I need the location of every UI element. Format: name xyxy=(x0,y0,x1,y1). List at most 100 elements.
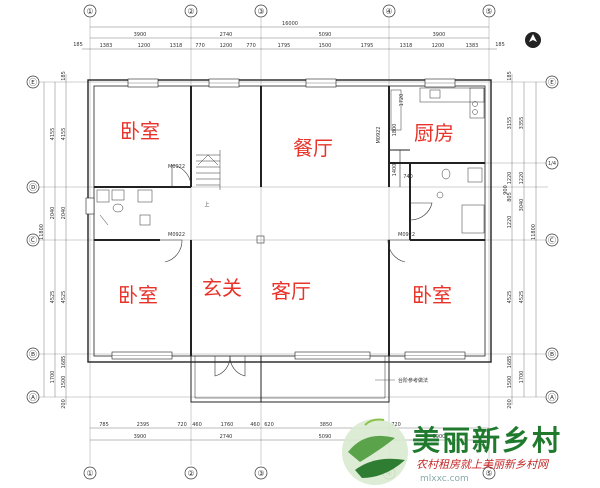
dim-right-inner-3: 1220 xyxy=(507,172,513,185)
dim-left-mid-3: 4525 xyxy=(50,291,56,304)
room-label-entrance: 玄关 xyxy=(202,276,242,300)
kitchen-fixtures xyxy=(390,87,485,131)
axis-label-C-left: Ⓒ xyxy=(29,236,37,245)
axis-label-1-bottom: ① xyxy=(86,469,93,478)
dim-bottom-row2-3: 5090 xyxy=(319,434,332,440)
dim-right-total: 11800 xyxy=(531,224,537,240)
axis-label-2-top: ② xyxy=(187,7,194,16)
dim-bottom-row1-4: 460 xyxy=(192,422,202,428)
dim-top-row3-5: 1200 xyxy=(220,43,233,49)
dim-bottom-row1-8: 3850 xyxy=(320,422,333,428)
watermark-url: mlxxc.com xyxy=(420,474,469,484)
axis-label-A-left: Ⓐ xyxy=(29,393,37,402)
room-label-kitchen: 厨房 xyxy=(414,121,454,145)
room-label-dining: 餐厅 xyxy=(293,136,333,160)
dim-right-inner-1: 185 xyxy=(507,71,513,81)
dim-left-inner-5: 1685 xyxy=(61,356,67,369)
dim-left-inner-4: 4525 xyxy=(61,291,67,304)
dim-top-right: 185 xyxy=(495,42,505,48)
dim-bottom-row1-6: 460 xyxy=(250,422,260,428)
dim-left-inner-3: 2040 xyxy=(61,207,67,220)
watermark-logo-icon xyxy=(342,418,408,485)
dim-top-left: 185 xyxy=(73,42,83,48)
door-label-m2: M0922 xyxy=(168,164,185,170)
axis-label-E-left: Ⓔ xyxy=(29,78,37,87)
room-label-bedroom-bottom-left: 卧室 xyxy=(118,283,158,307)
bottom-dimension-lines xyxy=(90,427,489,441)
dim-bottom-row2-2: 2740 xyxy=(220,434,233,440)
door-label-m3: M0922 xyxy=(168,232,185,238)
axis-label-3-top: ③ xyxy=(257,7,264,16)
dim-top-row3-3: 1318 xyxy=(170,43,183,49)
dim-right-mid-4: 4525 xyxy=(519,291,525,304)
kitchen-dim-3: 740 xyxy=(403,174,413,180)
dim-left-total: 11800 xyxy=(39,224,45,240)
axis-label-E-right: Ⓔ xyxy=(548,78,556,87)
top-dimension-lines xyxy=(82,26,497,50)
room-label-living: 客厅 xyxy=(271,279,311,303)
dim-right-mid-3: 3040 xyxy=(519,199,525,212)
dim-top-row3-12: 1383 xyxy=(466,43,479,49)
dim-right-inner-9: 200 xyxy=(507,399,513,409)
dim-bottom-row2-4: 3900 xyxy=(433,434,446,440)
stair-up-label: 上 xyxy=(204,201,209,208)
dim-top-row3-11: 1200 xyxy=(432,43,445,49)
dim-right-inner-7: 1685 xyxy=(507,356,513,369)
dim-right-mid-5: 1700 xyxy=(519,371,525,384)
axis-label-A-right: Ⓐ xyxy=(548,393,556,402)
axis-label-B-left: Ⓑ xyxy=(29,350,37,359)
kitchen-dim-1: 1800 xyxy=(392,124,398,137)
axis-label-5-bottom: ⑤ xyxy=(485,469,492,478)
dim-right-inner-8: 1500 xyxy=(507,376,513,389)
axis-label-5-top: ⑤ xyxy=(485,7,492,16)
axis-bubbles-left xyxy=(26,75,40,404)
kitchen-dim-4: 1400 xyxy=(392,164,398,177)
watermark-title: 美丽新乡村 xyxy=(412,424,562,457)
dim-top-row2-3: 5090 xyxy=(319,32,332,38)
dim-left-mid-4: 1700 xyxy=(50,371,56,384)
structural-column xyxy=(256,235,265,244)
dim-right-inner-4: 805 xyxy=(507,192,513,202)
axis-label-3-bottom: ③ xyxy=(257,469,264,478)
dim-bottom-row1-7: 620 xyxy=(264,422,274,428)
dim-top-row3-6: 770 xyxy=(246,43,256,49)
left-dimension-lines xyxy=(43,74,67,405)
dim-left-inner-2: 4155 xyxy=(61,128,67,141)
dim-bottom-row1-2: 2395 xyxy=(137,422,150,428)
dim-top-row3-8: 1500 xyxy=(319,43,332,49)
axis-bubbles-top xyxy=(83,4,496,18)
axis-label-2-bottom: ② xyxy=(187,469,194,478)
staircase xyxy=(196,150,221,190)
dim-bottom-row1-1: 785 xyxy=(99,422,109,428)
axis-bubbles-right xyxy=(545,75,559,404)
axis-label-half-right: 1/4 xyxy=(548,161,556,167)
dim-bottom-row1-3: 720 xyxy=(177,422,187,428)
doors xyxy=(160,164,433,377)
watermark-subtitle: 农村租房就上美丽新乡村网 xyxy=(416,458,550,471)
dim-top-total: 16000 xyxy=(282,21,298,27)
dim-right-inner-2: 3155 xyxy=(507,117,513,130)
dim-top-row2-4: 3900 xyxy=(433,32,446,38)
kitchen-dim-2: 1720 xyxy=(399,94,405,107)
axis-label-1-top: ① xyxy=(86,7,93,16)
dim-top-row3-10: 1318 xyxy=(400,43,413,49)
dim-left-mid-2: 2040 xyxy=(50,207,56,220)
dim-bottom-row1-9: 720 xyxy=(391,422,401,428)
dim-top-row3-4: 770 xyxy=(195,43,205,49)
axis-label-4-top: ④ xyxy=(385,7,392,16)
dim-top-row2-2: 2740 xyxy=(220,32,233,38)
dim-top-row3-7: 1795 xyxy=(278,43,291,49)
dim-top-row3-2: 1200 xyxy=(138,43,151,49)
window-glazing xyxy=(112,82,465,356)
axis-label-B-right: Ⓑ xyxy=(548,350,556,359)
dim-top-row3-1: 1383 xyxy=(100,43,113,49)
dim-top-row2-1: 3900 xyxy=(134,32,147,38)
dim-right-mid-1: 3355 xyxy=(519,117,525,130)
dim-right-mid-2: 1220 xyxy=(519,172,525,185)
dim-bottom-row1-5: 1760 xyxy=(221,422,234,428)
walls xyxy=(87,79,492,403)
dim-top-row3-9: 1795 xyxy=(361,43,374,49)
room-label-bedroom-top-left: 卧室 xyxy=(120,119,160,143)
bathroom-fixtures-right xyxy=(436,167,485,234)
